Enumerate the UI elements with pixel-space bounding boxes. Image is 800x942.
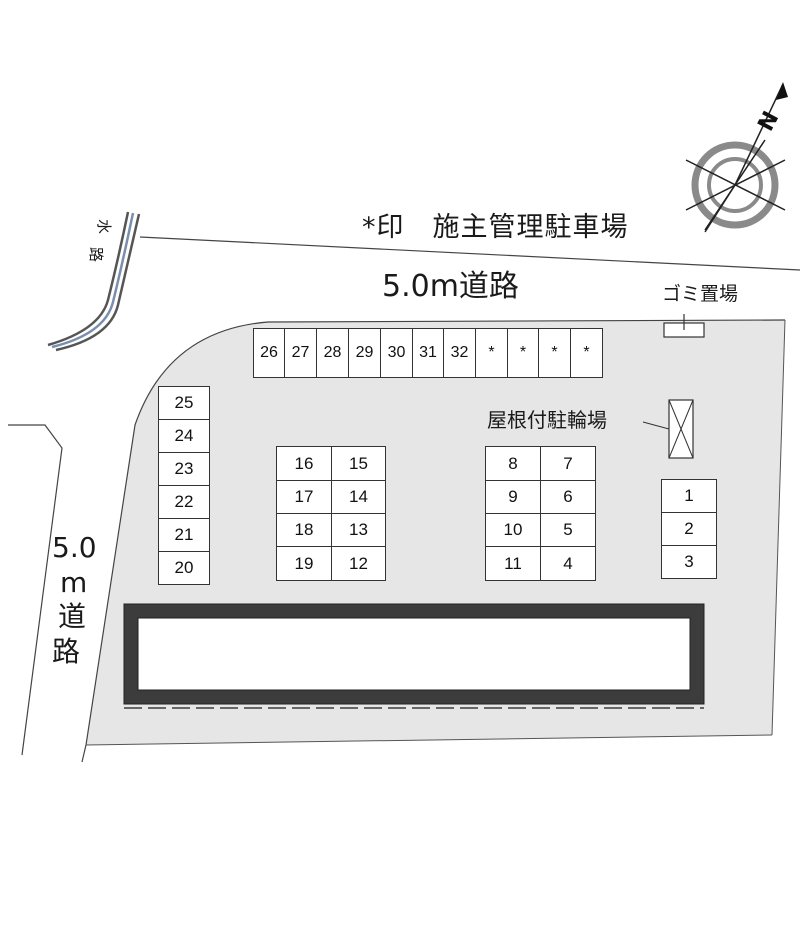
- road-label-left-unit: m: [60, 566, 88, 599]
- stall-left-3: 23: [158, 452, 210, 486]
- waterway-bank: [55, 213, 141, 352]
- stall-block-a-3: 17: [276, 480, 332, 514]
- stall-block-b-8: 4: [540, 546, 596, 581]
- legend-note: *印 施主管理駐車場: [362, 212, 629, 243]
- stall-block-b-6: 5: [540, 513, 596, 547]
- stall-block-b-3: 9: [485, 480, 541, 514]
- stall-block-a-6: 13: [331, 513, 386, 547]
- stall-right-3: 3: [661, 545, 717, 579]
- road-top-edge-upper: [139, 236, 800, 271]
- stall-left-2: 24: [158, 419, 210, 453]
- stall-block-b-7: 11: [485, 546, 541, 581]
- road-label-left-char1: 道: [58, 600, 87, 633]
- stall-left-6: 20: [158, 551, 210, 585]
- stall-top-9: *: [507, 328, 539, 378]
- stall-block-a-8: 12: [331, 546, 386, 581]
- bicycle-leader: [642, 421, 670, 430]
- road-left-edge-inner: [81, 321, 269, 763]
- stall-block-b-4: 6: [540, 480, 596, 514]
- bicycle-parking-label: 屋根付駐輪場: [487, 408, 607, 432]
- waterway-label-char1: 水: [95, 218, 114, 235]
- stall-top-4: 29: [348, 328, 381, 378]
- garbage-area-label: ゴミ置場: [662, 283, 739, 305]
- building-interior: [137, 617, 691, 691]
- road-label-left-char2: 路: [52, 635, 81, 668]
- stall-top-8: *: [475, 328, 508, 378]
- compass-icon: [685, 82, 788, 233]
- stall-left-1: 25: [158, 386, 210, 420]
- waterway: [47, 211, 130, 347]
- stall-right-2: 2: [661, 512, 717, 546]
- road-label-top: 5.0m道路: [382, 269, 519, 304]
- stall-top-6: 31: [412, 328, 444, 378]
- stall-top-5: 30: [380, 328, 413, 378]
- lot-bottom-edge: [85, 734, 773, 746]
- stall-top-3: 28: [316, 328, 349, 378]
- stall-block-b-5: 10: [485, 513, 541, 547]
- stall-top-7: 32: [443, 328, 476, 378]
- road-top-edge-lower: [267, 319, 786, 323]
- stall-top-2: 27: [284, 328, 317, 378]
- stall-block-a-7: 19: [276, 546, 332, 581]
- road-left-edge-outer: [8, 424, 63, 756]
- waterway-label-char2: 路: [87, 246, 106, 263]
- stall-block-a-1: 16: [276, 446, 332, 481]
- stall-block-a-2: 15: [331, 446, 386, 481]
- road-label-left-width: 5.0: [52, 531, 97, 564]
- compass-north-letter: N: [754, 107, 785, 135]
- stall-block-a-5: 18: [276, 513, 332, 547]
- stall-left-4: 22: [158, 485, 210, 519]
- lot-right-edge: [771, 319, 786, 736]
- stall-top-1: 26: [253, 328, 285, 378]
- stall-left-5: 21: [158, 518, 210, 552]
- stall-block-a-4: 14: [331, 480, 386, 514]
- stall-block-b-2: 7: [540, 446, 596, 481]
- stall-block-b-1: 8: [485, 446, 541, 481]
- stall-right-1: 1: [661, 479, 717, 513]
- stall-top-11: *: [570, 328, 603, 378]
- stall-top-10: *: [538, 328, 571, 378]
